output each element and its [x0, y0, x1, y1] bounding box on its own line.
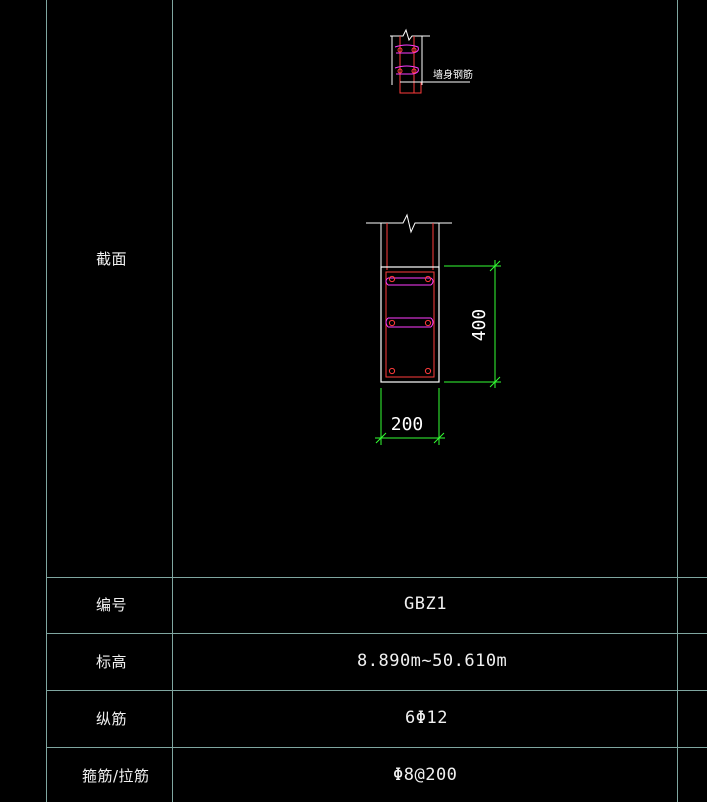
row-value-elevation: 8.890m~50.610m	[357, 651, 508, 671]
row-label-longitudinal-bars: 纵筋	[96, 710, 128, 728]
rebar-dot	[424, 275, 432, 283]
wall-rebar-detail	[390, 28, 470, 94]
column-section	[366, 213, 452, 383]
dimension-lines	[375, 260, 501, 445]
row-label-stirrups: 箍筋/拉筋	[82, 767, 150, 785]
rebar-dot	[388, 319, 396, 327]
rebar-dot	[424, 319, 432, 327]
table-grid	[46, 0, 707, 802]
row-value-stirrups: Φ8@200	[393, 765, 458, 785]
rebar-dot	[388, 367, 396, 375]
row-label-elevation: 标高	[96, 653, 128, 671]
row-value-id: GBZ1	[404, 594, 447, 614]
row-label-section: 截面	[96, 250, 128, 268]
row-value-longitudinal-bars: 6Φ12	[405, 708, 448, 728]
dim-height-text: 400	[469, 309, 490, 342]
wall-rebar-callout: 墙身钢筋	[433, 68, 473, 81]
dim-width-text: 200	[391, 414, 424, 435]
rebar-dot	[388, 275, 396, 283]
row-label-id: 编号	[96, 596, 128, 614]
rebar-dot	[424, 367, 432, 375]
